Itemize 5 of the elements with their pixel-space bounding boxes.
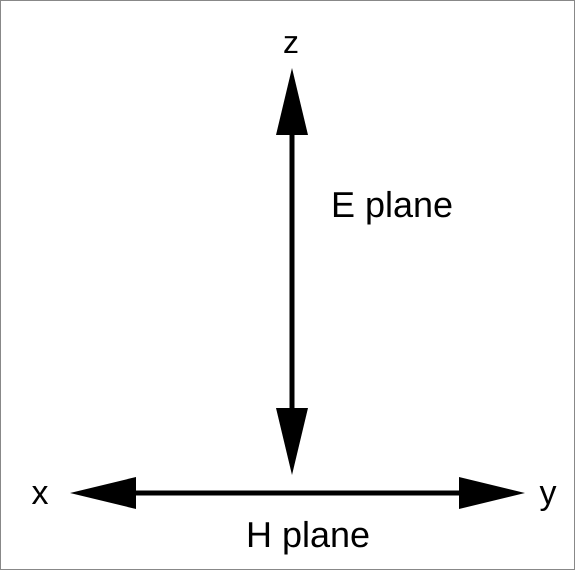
plane-label: E plane: [330, 187, 454, 223]
axis-label: y: [540, 476, 556, 510]
axis-label: z: [283, 26, 299, 58]
axis-label: x: [32, 476, 48, 510]
plane-label: H plane: [246, 517, 370, 553]
